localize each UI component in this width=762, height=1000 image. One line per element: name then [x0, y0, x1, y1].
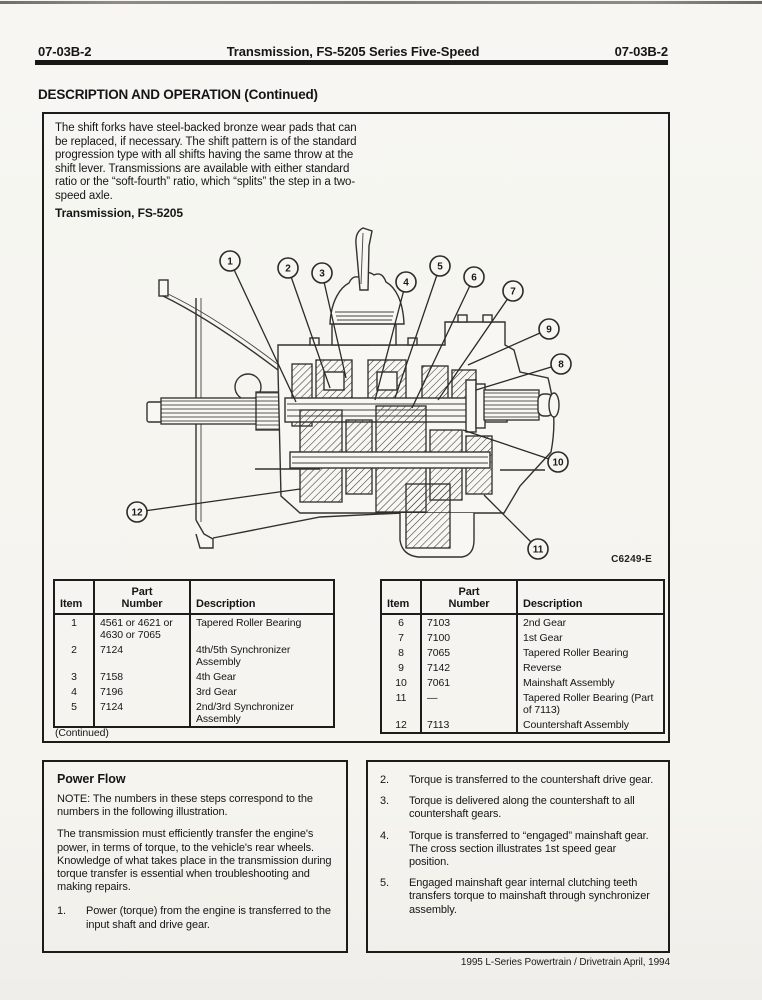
- callout-12: [126, 501, 148, 523]
- callout-6: [463, 266, 485, 288]
- step-number: 2.: [380, 774, 389, 786]
- callout-leader-line: [374, 281, 407, 401]
- step-text: Power (torque) from the engine is transf…: [86, 905, 331, 931]
- col-header-item: Item: [381, 580, 421, 615]
- step-number: 1.: [57, 905, 66, 918]
- callout-leader-line: [467, 328, 550, 366]
- power-flow-step: 3. Torque is delivered along the counter…: [380, 795, 658, 821]
- power-flow-box-right: 2. Torque is transferred to the counters…: [366, 760, 670, 953]
- col-header-item: Item: [54, 580, 94, 615]
- scan-artifact-top-edge: [0, 1, 762, 4]
- step-number: 4.: [380, 829, 389, 842]
- callout-number: 9: [546, 325, 552, 336]
- figure-code: C6249-E: [611, 554, 652, 565]
- col-header-description: Description: [189, 580, 334, 615]
- step-text: Engaged mainshaft gear internal clutchin…: [409, 877, 650, 916]
- step-number: 3.: [380, 795, 389, 808]
- step-text: Torque is delivered along the countersha…: [409, 795, 635, 821]
- step-number: 5.: [380, 877, 389, 890]
- callout-leader-line: [437, 290, 514, 401]
- section-heading: DESCRIPTION AND OPERATION (Continued): [38, 87, 318, 102]
- callout-1: [219, 250, 241, 272]
- callout-leader-line: [321, 272, 347, 379]
- callout-number: 6: [471, 273, 477, 284]
- callout-number: 12: [131, 508, 143, 519]
- figure-caption: Transmission, FS-5205: [55, 206, 183, 220]
- callout-leader-line: [411, 276, 475, 409]
- continued-note: (Continued): [55, 727, 109, 739]
- page-header: 07-03B-2 Transmission, FS-5205 Series Fi…: [38, 44, 668, 59]
- power-flow-box-left: Power Flow NOTE: The numbers in these st…: [42, 760, 348, 953]
- callout-7: [502, 280, 524, 302]
- callout-leader-line: [462, 429, 559, 463]
- callout-leader-line: [394, 265, 441, 399]
- callout-2: [277, 257, 299, 279]
- description-box: [42, 112, 670, 743]
- callout-number: 8: [558, 360, 564, 371]
- output-shaft: [465, 379, 560, 433]
- gear-shift-lever: [355, 227, 373, 291]
- power-flow-note: NOTE: The numbers in these steps corresp…: [57, 793, 313, 819]
- input-shaft: [146, 391, 292, 431]
- callout-leader-line: [229, 260, 297, 403]
- callout-3: [311, 262, 333, 284]
- pto-cover: [399, 483, 475, 558]
- callout-number: 7: [510, 287, 516, 298]
- callout-4: [395, 271, 417, 293]
- power-flow-step: 1. Power (torque) from the engine is tra…: [57, 905, 334, 931]
- power-flow-heading: Power Flow: [57, 772, 126, 786]
- footer-publication-line: 1995 L-Series Powertrain / Drivetrain Ap…: [460, 957, 670, 968]
- callout-leader-line: [287, 267, 331, 389]
- callout-5: [429, 255, 451, 277]
- power-flow-intro: The transmission must efficiently transf…: [57, 828, 332, 894]
- callout-leader-line: [483, 494, 539, 550]
- page-title: Transmission, FS-5205 Series Five-Speed: [226, 44, 480, 59]
- step-text: Torque is transferred to “engaged” mains…: [409, 829, 649, 869]
- power-flow-step: 4. Torque is transferred to “engaged” ma…: [380, 830, 658, 870]
- callout-leader-line: [475, 363, 562, 391]
- intro-paragraph: The shift forks have steel-backed bronze…: [55, 122, 357, 202]
- step-text: Torque is transferred to the countershaf…: [409, 774, 654, 786]
- power-flow-step: 2. Torque is transferred to the counters…: [380, 774, 658, 787]
- page-code-left: 07-03B-2: [38, 44, 92, 59]
- callout-number: 5: [437, 262, 443, 273]
- callout-number: 2: [285, 264, 291, 275]
- callout-8: [550, 353, 572, 375]
- callout-number: 4: [403, 278, 409, 289]
- callout-leader-line: [136, 488, 301, 513]
- callout-number: 1: [227, 257, 233, 268]
- callout-10: [547, 451, 569, 473]
- page-code-right: 07-03B-2: [614, 44, 669, 59]
- col-header-description: Description: [516, 580, 664, 615]
- power-flow-step: 5. Engaged mainshaft gear internal clutc…: [380, 877, 658, 917]
- callout-11: [527, 538, 549, 560]
- callout-number: 11: [533, 545, 544, 556]
- callout-9: [538, 318, 560, 340]
- header-rule: [35, 60, 668, 65]
- callout-number: 3: [319, 269, 325, 280]
- table-row: 11—Tapered Roller Bearing (Part of 7113): [381, 690, 664, 717]
- callout-number: 10: [552, 458, 564, 469]
